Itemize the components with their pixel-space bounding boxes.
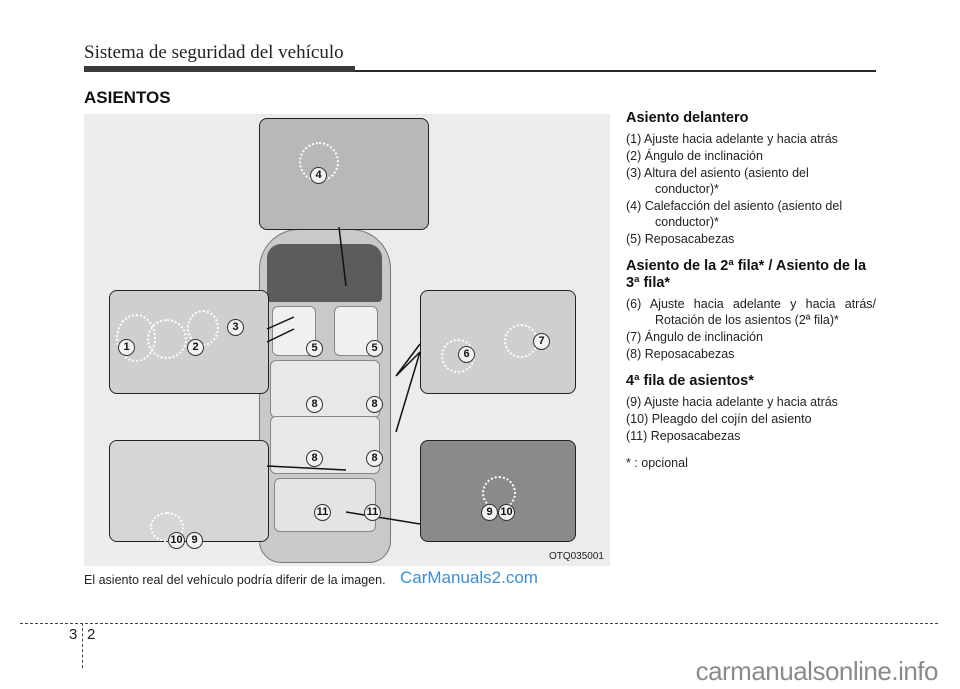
callout-8-b: 8 (366, 396, 383, 413)
footer-page-divider (82, 623, 83, 668)
legend-item: (8) Reposacabezas (626, 347, 735, 361)
page-number: 2 (87, 626, 96, 643)
row23-seat-heading: Asiento de la 2ª fila* / Asiento de la 3… (626, 258, 867, 291)
watermark-carmanualsonline[interactable]: carmanualsonline.info (695, 656, 939, 686)
legend-item: (2) Ángulo de inclinación (626, 149, 763, 163)
callout-10-bench: 10 (168, 532, 185, 549)
footer-rule (20, 623, 938, 624)
section-number: 3 (69, 626, 78, 643)
inset-second-row-controls (420, 290, 576, 394)
legend-item: (7) Ángulo de inclinación (626, 330, 763, 344)
inset-console-heater (259, 118, 429, 230)
callout-5-right: 5 (366, 340, 383, 357)
highlight-ring (147, 319, 187, 359)
dashboard-area (267, 244, 382, 302)
header-rule-thin (355, 70, 876, 72)
watermark-carmanuals2[interactable]: CarManuals2.com (400, 568, 538, 587)
callout-9-cargo: 9 (481, 504, 498, 521)
second-row-seat (270, 360, 380, 418)
callout-4: 4 (310, 167, 327, 184)
callout-8-c: 8 (306, 450, 323, 467)
callout-5-left: 5 (306, 340, 323, 357)
callout-8-a: 8 (306, 396, 323, 413)
chapter-title: Sistema de seguridad del vehículo (84, 42, 344, 63)
callout-7: 7 (533, 333, 550, 350)
header-rule-thick (84, 66, 355, 72)
callout-6: 6 (458, 346, 475, 363)
legend-column: Asiento delantero (1) Ajuste hacia adela… (626, 110, 876, 472)
section-title: ASIENTOS (84, 88, 171, 107)
leader-lines (266, 226, 421, 525)
legend-item: (9) Ajuste hacia adelante y hacia atrás (626, 395, 838, 409)
callout-3: 3 (227, 319, 244, 336)
figure-caption: El asiento real del vehículo podría dife… (84, 573, 386, 587)
legend-item: (11) Reposacabezas (626, 429, 741, 443)
legend-item: (3) Altura del asiento (asiento del cond… (626, 166, 809, 196)
callout-10-cargo: 10 (498, 504, 515, 521)
callout-8-d: 8 (366, 450, 383, 467)
legend-item: (6) Ajuste hacia adelante y hacia atrás/… (626, 297, 876, 327)
callout-1: 1 (118, 339, 135, 356)
row4-seat-heading: 4ª fila de asientos* (626, 373, 754, 389)
legend-item: (1) Ajuste hacia adelante y hacia atrás (626, 132, 838, 146)
legend-item: (5) Reposacabezas (626, 232, 735, 246)
callout-9-bench: 9 (186, 532, 203, 549)
front-seat-heading: Asiento delantero (626, 110, 749, 126)
seats-illustration: 1 2 3 4 5 5 6 7 8 8 8 8 9 10 11 11 10 9 … (84, 114, 610, 566)
callout-2: 2 (187, 339, 204, 356)
optional-note: * : opcional (626, 456, 688, 470)
legend-item: (10) Pleagdo del cojín del asiento (626, 412, 812, 426)
callout-11-left: 11 (314, 504, 331, 521)
highlight-ring (150, 512, 184, 542)
legend-item: (4) Calefacción del asiento (asiento del… (626, 199, 843, 229)
third-row-seat (270, 416, 380, 474)
figure-code: OTQ035001 (548, 551, 604, 562)
callout-11-right: 11 (364, 504, 381, 521)
